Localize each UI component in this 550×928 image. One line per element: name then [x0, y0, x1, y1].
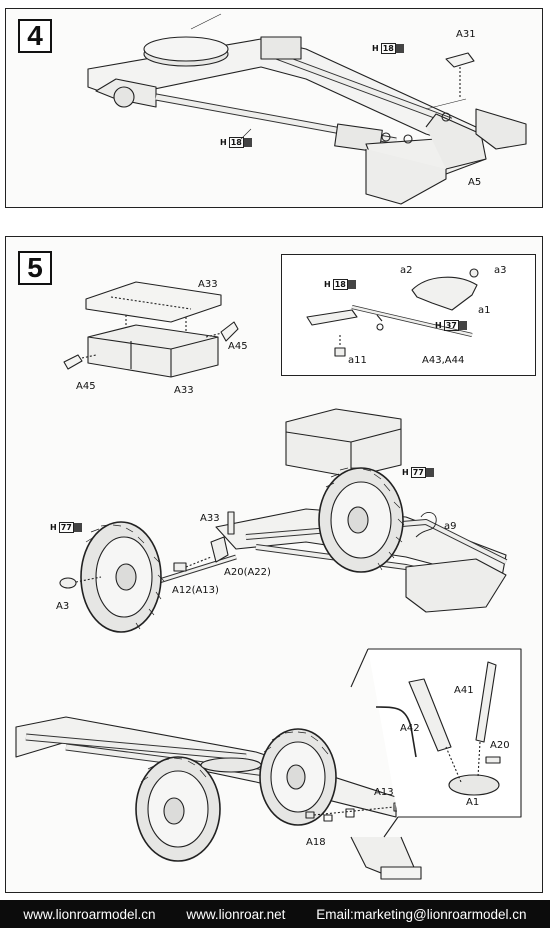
part-label-a33: A33 [200, 513, 220, 524]
part-label-a45: A45 [228, 341, 248, 352]
part-label-a1: a1 [478, 305, 491, 316]
part-code-shade [425, 468, 434, 477]
part-label-a5: A5 [468, 177, 482, 188]
part-label-a1: A1 [466, 797, 480, 808]
part-code-h18: H 18 [324, 279, 356, 290]
part-label-a2: a2 [400, 265, 413, 276]
part-code-number: 18 [380, 43, 396, 54]
part-code-prefix: H [402, 468, 409, 477]
footer-link-cn[interactable]: www.lionroarmodel.cn [23, 906, 156, 922]
part-code-prefix: H [435, 321, 442, 330]
step-4-illustration [87, 13, 527, 205]
part-code-shade [458, 321, 467, 330]
part-code-shade [347, 280, 356, 289]
detail-inset: H 18 a2 a3 a1 H 37 a11 A43,A44 [281, 254, 536, 376]
part-label-a42: A42 [400, 723, 420, 734]
part-label-a33: A33 [174, 385, 194, 396]
footer-email[interactable]: Email:marketing@lionroarmodel.cn [316, 906, 527, 922]
step-4-panel: 4 [5, 8, 543, 208]
part-code-h18: H 18 [220, 137, 252, 148]
part-label-a45: A45 [76, 381, 96, 392]
part-code-shade [243, 138, 252, 147]
step-number: 5 [18, 251, 52, 285]
part-code-h77: H 77 [50, 522, 82, 533]
part-label-a13: A13 [374, 787, 394, 798]
part-label-a41: A41 [454, 685, 474, 696]
part-code-number: 77 [410, 467, 426, 478]
part-label-a20: A20 [490, 740, 510, 751]
part-label-a20-a22: A20(A22) [224, 567, 271, 578]
part-code-prefix: H [220, 138, 227, 147]
part-code-number: 18 [332, 279, 348, 290]
part-code-prefix: H [372, 44, 379, 53]
part-code-shade [73, 523, 82, 532]
part-label-a18: A18 [306, 837, 326, 848]
part-label-a33: A33 [198, 279, 218, 290]
part-label-a3: a3 [494, 265, 507, 276]
part-label-a3: A3 [56, 601, 70, 612]
part-code-shade [395, 44, 404, 53]
part-label-a31: A31 [456, 29, 476, 40]
part-code-number: 77 [58, 522, 74, 533]
part-code-number: 37 [443, 320, 459, 331]
part-label-a43-a44: A43,A44 [422, 355, 465, 366]
step-number: 4 [18, 19, 52, 53]
part-code-prefix: H [50, 523, 57, 532]
part-code-h18: H 18 [372, 43, 404, 54]
footer-bar: www.lionroarmodel.cn www.lionroar.net Em… [0, 900, 550, 928]
part-code-number: 18 [228, 137, 244, 148]
part-label-a11: a11 [348, 355, 367, 366]
part-code-h77: H 77 [402, 467, 434, 478]
part-label-a9: a9 [444, 521, 457, 532]
step-5-illustration [15, 281, 522, 880]
part-code-prefix: H [324, 280, 331, 289]
part-label-a12-a13: A12(A13) [172, 585, 219, 596]
step-5-panel: 5 [5, 236, 543, 893]
part-code-h37: H 37 [435, 320, 467, 331]
footer-link-net[interactable]: www.lionroar.net [186, 906, 286, 922]
